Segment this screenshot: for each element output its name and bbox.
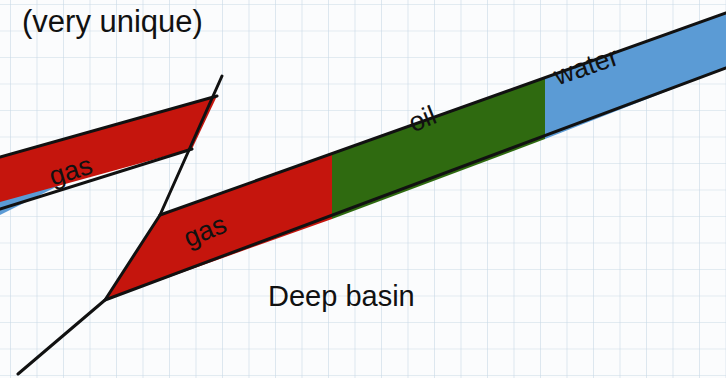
bed-top-right bbox=[160, 13, 726, 215]
layer-shape bbox=[105, 154, 332, 300]
fault-line bbox=[18, 76, 222, 374]
region-label: Deep basin bbox=[268, 280, 415, 313]
gas-layer: gas bbox=[0, 96, 217, 202]
bed-bottom-left bbox=[0, 149, 192, 209]
layer-shape bbox=[332, 78, 545, 219]
note-text: (very unique) bbox=[22, 4, 203, 40]
oil-layer: oil bbox=[332, 78, 545, 219]
bed-top-left bbox=[0, 96, 217, 157]
layer-shape bbox=[545, 13, 726, 139]
layer-fill bbox=[332, 78, 545, 219]
gas-layer: gas bbox=[105, 154, 332, 300]
water-layer: water bbox=[545, 13, 726, 139]
layer-fill bbox=[0, 96, 217, 202]
layer-shape bbox=[0, 96, 217, 202]
bed-bottom-right bbox=[105, 68, 726, 300]
